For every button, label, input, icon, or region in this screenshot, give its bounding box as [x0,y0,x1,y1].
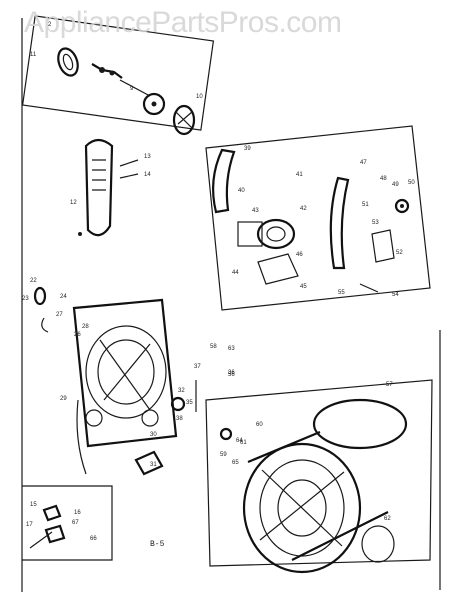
callout: 45 [300,284,307,290]
callout: 44 [232,270,239,276]
pulley-assembly-group [21,15,215,136]
motor-belt-assembly [205,125,431,311]
callout-labels: 2 9 10 11 12 13 14 15 16 17 22 23 24 26 … [22,22,415,542]
callout: 46 [296,252,303,258]
callout: 49 [392,182,399,188]
callout: 26 [74,332,81,338]
callout: 65 [232,460,239,466]
callout: 36 [228,370,235,376]
callout: 58 [210,344,217,350]
callout: 27 [56,312,63,318]
callout: 39 [244,146,251,152]
page-code: B-5 [150,540,165,549]
callout: 30 [150,432,157,438]
callout: 59 [220,452,227,458]
callout: 54 [392,292,399,298]
callout: 42 [300,206,307,212]
callout: 29 [60,396,67,402]
door-switch-inset [22,485,113,561]
callout: 31 [150,462,157,468]
callout: 24 [60,294,67,300]
callout: 47 [360,160,367,166]
callout: 13 [144,154,151,160]
callout: 48 [380,176,387,182]
callout: 23 [22,296,29,302]
dryer-drum [205,379,433,574]
callout: 62 [384,516,391,522]
callout: 56 [228,372,235,378]
callout: 41 [296,172,303,178]
callout: 22 [30,278,37,284]
callout: 38 [176,416,183,422]
callout: 52 [396,250,403,256]
callout: 11 [30,52,37,58]
callout: 63 [228,346,235,352]
callout: 17 [26,522,33,528]
callout: 67 [72,520,79,526]
callout: 9 [130,86,134,92]
callout: 57 [386,382,393,388]
callout: 40 [238,188,245,194]
callout: 37 [194,364,201,370]
callout: 35 [186,400,193,406]
callout: 66 [90,536,97,542]
callout: 14 [144,172,151,178]
callout: 15 [30,502,37,508]
callout: 43 [252,208,259,214]
callout: 53 [372,220,379,226]
callout: 61 [240,440,247,446]
callout: 60 [256,422,263,428]
callout: 16 [74,510,81,516]
callout: 2 [48,22,52,28]
callout: 32 [178,388,185,394]
blower-duct [78,138,139,237]
callout: 28 [82,324,89,330]
front-bulkhead [33,286,197,476]
callout: 55 [338,290,345,296]
callout: 50 [408,180,415,186]
callout: 10 [196,94,203,100]
callout: 64 [236,438,243,444]
callout: 12 [70,200,77,206]
callout: 51 [362,202,369,208]
